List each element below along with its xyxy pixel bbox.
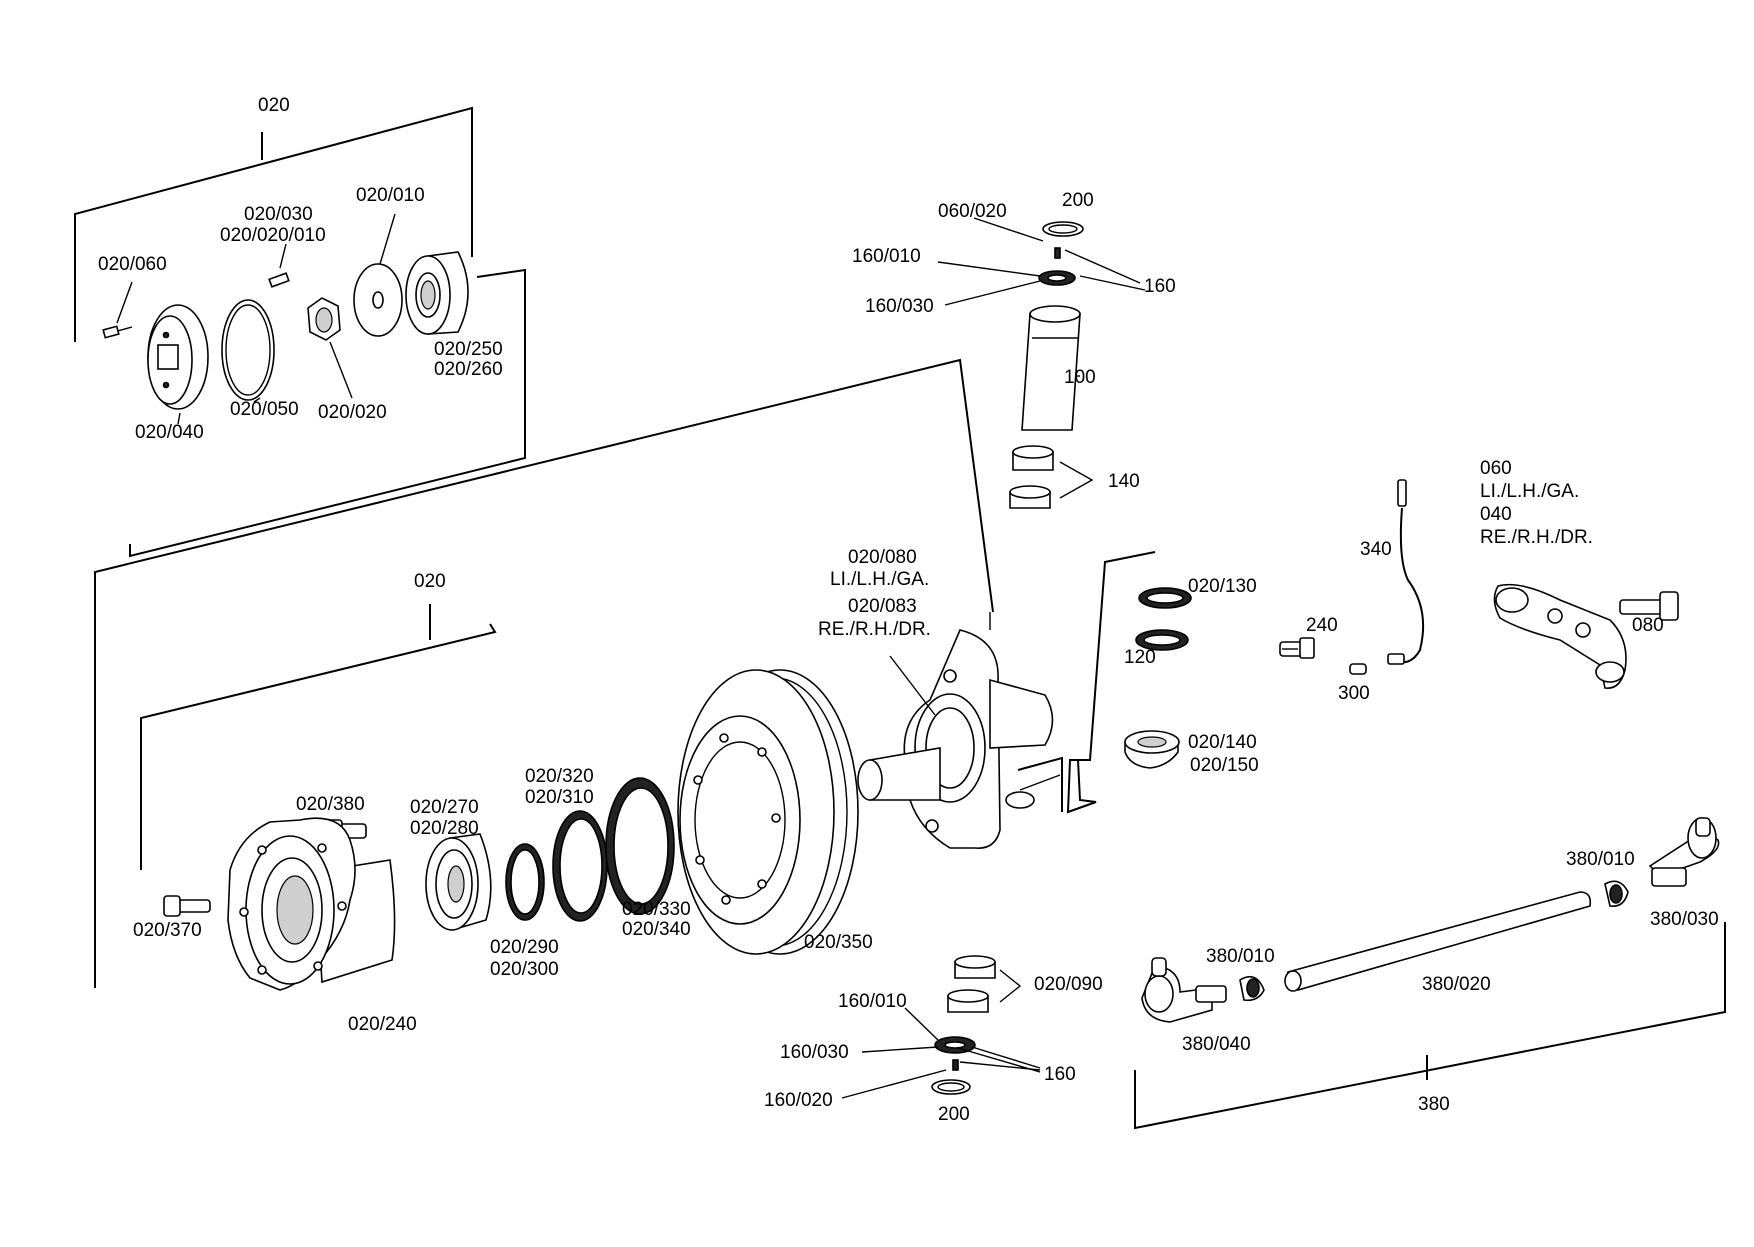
label-020-330: 020/330: [622, 899, 691, 920]
label-040: 040: [1480, 504, 1512, 525]
ring-020-330: [605, 777, 675, 915]
label-160-top: 160: [1144, 276, 1176, 297]
seal-020-140: [1124, 730, 1180, 769]
label-020-main: 020: [414, 571, 446, 592]
label-020-140: 020/140: [1188, 732, 1257, 753]
label-020-083: 020/083: [848, 596, 917, 617]
bearing-020-250: [405, 251, 469, 335]
label-160-010-top: 160/010: [852, 246, 921, 267]
label-160-030-top: 160/030: [865, 296, 934, 317]
gasket-020-050: [221, 299, 275, 403]
label-020-310: 020/310: [525, 787, 594, 808]
wheel-hub-020-240: [227, 817, 396, 991]
kingpin-bottom-parts: [841, 955, 1041, 1099]
label-380-030: 380/030: [1650, 909, 1719, 930]
leader-lines: [1019, 774, 1061, 791]
label-020-040: 020/040: [135, 422, 204, 443]
label-200-top: 200: [1062, 190, 1094, 211]
label-100: 100: [1064, 367, 1096, 388]
hub-cap-020-040: [147, 304, 209, 425]
label-020-080: 020/080: [848, 547, 917, 568]
label-020-260: 020/260: [434, 359, 503, 380]
label-re-rh-dr-knuckle: RE./R.H./DR.: [818, 619, 931, 640]
ring-020-290: [505, 843, 545, 921]
label-020-010: 020/010: [356, 185, 425, 206]
label-020-350: 020/350: [804, 932, 873, 953]
label-140: 140: [1108, 471, 1140, 492]
kingpin-top-parts: [937, 217, 1146, 509]
label-020-290: 020/290: [490, 937, 559, 958]
label-020-280: 020/280: [410, 818, 479, 839]
label-380-010-right: 380/010: [1566, 849, 1635, 870]
label-re-rh-dr-arm: RE./R.H./DR.: [1480, 527, 1593, 548]
label-020-380: 020/380: [296, 794, 365, 815]
label-020-020-010: 020/020/010: [220, 225, 326, 246]
label-020-090: 020/090: [1034, 974, 1103, 995]
bolt-080: [1619, 591, 1679, 621]
steering-arm-060-040: [1493, 583, 1627, 689]
label-160-010-bot: 160/010: [838, 991, 907, 1012]
label-160-020-bot: 160/020: [764, 1090, 833, 1111]
label-380-010-left: 380/010: [1206, 946, 1275, 967]
nut-020-020: [307, 297, 353, 399]
label-340: 340: [1360, 539, 1392, 560]
sensor-cable-340: [1387, 479, 1425, 665]
label-020-020: 020/020: [318, 402, 387, 423]
label-380-040: 380/040: [1182, 1034, 1251, 1055]
bearing-020-270: [425, 833, 492, 932]
label-080: 080: [1632, 615, 1664, 636]
label-020-270: 020/270: [410, 797, 479, 818]
label-li-lh-ga-arm: LI./L.H./GA.: [1480, 481, 1579, 502]
group-020-main-frame: [94, 358, 1156, 988]
label-380-020: 380/020: [1422, 974, 1491, 995]
label-020-130: 020/130: [1188, 576, 1257, 597]
label-020-150: 020/150: [1190, 755, 1259, 776]
ring-020-320: [552, 810, 608, 922]
label-020-320: 020/320: [525, 766, 594, 787]
label-380: 380: [1418, 1094, 1450, 1115]
bolt-020-370: [163, 895, 211, 917]
label-020-370: 020/370: [133, 920, 202, 941]
label-060: 060: [1480, 458, 1512, 479]
label-160-030-bot: 160/030: [780, 1042, 849, 1063]
label-020-250: 020/250: [434, 339, 503, 360]
label-060-020-top: 060/020: [938, 201, 1007, 222]
label-120: 120: [1124, 647, 1156, 668]
label-020-050: 020/050: [230, 399, 299, 420]
bolt-240-and-sensor-300: [1279, 637, 1367, 675]
part-labels: 020 020/030 020/020/010 020/010 020/060 …: [98, 95, 1719, 1125]
label-300: 300: [1338, 683, 1370, 704]
brake-disc-020-350: [677, 669, 859, 955]
seal-rings-020-130-120: [1135, 587, 1192, 651]
label-160-bot: 160: [1044, 1064, 1076, 1085]
tie-rod-380: [1134, 817, 1726, 1130]
label-240: 240: [1306, 615, 1338, 636]
label-020-060: 020/060: [98, 254, 167, 275]
label-200-bot: 200: [938, 1104, 970, 1125]
label-020-030: 020/030: [244, 204, 313, 225]
steering-knuckle-020-080: [857, 612, 1054, 849]
label-li-lh-ga-knuckle: LI./L.H./GA.: [830, 569, 929, 590]
group-020-hubcap-frame: [74, 106, 526, 558]
label-020-top: 020: [258, 95, 290, 116]
screw-020-060: [102, 281, 133, 339]
washer-020-010: [353, 213, 403, 337]
label-020-240: 020/240: [348, 1014, 417, 1035]
label-020-300: 020/300: [490, 959, 559, 980]
label-020-340: 020/340: [622, 919, 691, 940]
screw-020-030: [268, 243, 290, 288]
